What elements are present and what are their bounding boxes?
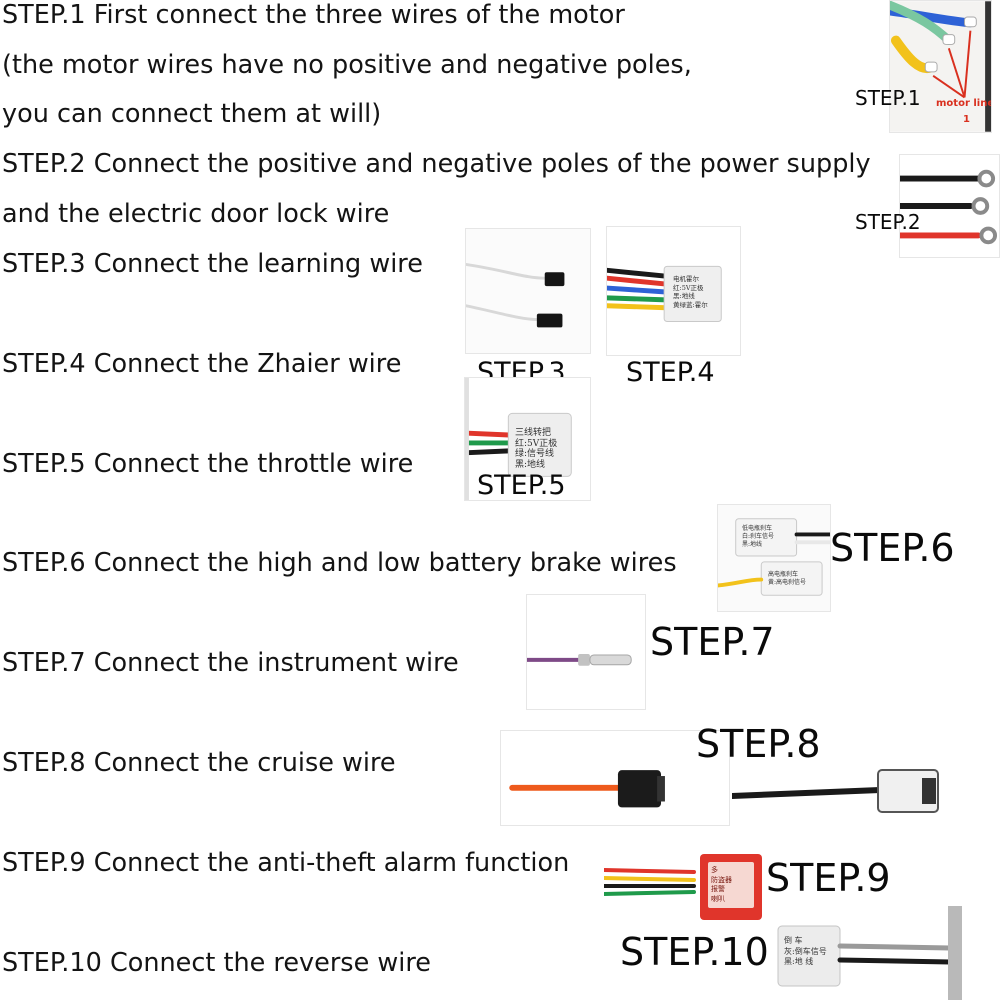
power-wires-image — [900, 155, 999, 257]
alarm-text-4: 喇叭 — [711, 894, 725, 903]
step-7-line: STEP.7 Connect the instrument wire — [2, 648, 459, 678]
brake-high-text-2: 黄:高电刹信号 — [768, 579, 807, 586]
hall-connector-text: 电机霍尔 红:5V正极 黑:地线 黄绿蓝:霍尔 — [673, 275, 708, 309]
throttle-text-4: 黑:地线 — [515, 459, 546, 470]
hall-wire-image — [607, 227, 740, 355]
cruise-wire-image-right — [732, 740, 972, 838]
step-7-photo — [526, 594, 646, 710]
alarm-connector-text: 多 防盗器 报警 喇叭 — [711, 866, 732, 904]
step-5-label: STEP.5 — [477, 470, 566, 501]
reverse-text-2: 灰:倒车信号 — [784, 946, 827, 956]
step-9-photo: 多 防盗器 报警 喇叭 — [604, 842, 772, 928]
step-1-line-1: STEP.1 First connect the three wires of … — [2, 0, 625, 30]
alarm-text-1: 多 — [711, 866, 718, 874]
instrument-wire-image — [527, 595, 645, 709]
motor-line-annotation: motor line — [936, 98, 992, 109]
step-3-line: STEP.3 Connect the learning wire — [2, 249, 423, 279]
reverse-text-3: 黑:地 线 — [784, 957, 814, 966]
step-9-line: STEP.9 Connect the anti-theft alarm func… — [2, 848, 570, 878]
brake-low-text: 低电瓶刹车 白:刹车信号 黑:地线 — [742, 525, 774, 549]
hall-text-2: 红:5V正极 — [673, 283, 704, 292]
throttle-text-2: 红:5V正极 — [515, 438, 558, 449]
throttle-text-3: 绿:信号线 — [515, 449, 555, 459]
step-2-line-1: STEP.2 Connect the positive and negative… — [2, 149, 871, 179]
motor-line-number: 1 — [963, 114, 970, 125]
step-2-line-2: and the electric door lock wire — [2, 199, 390, 229]
alarm-text-2: 防盗器 — [711, 875, 732, 884]
hall-text-3: 黑:地线 — [673, 292, 695, 300]
brake-high-text-1: 高电瓶刹车 — [768, 571, 799, 578]
step-1-line-3: you can connect them at will) — [2, 99, 382, 129]
step-10-photo: 倒 车 灰:倒车信号 黑:地 线 — [770, 906, 962, 1000]
step-4-label: STEP.4 — [626, 357, 715, 388]
alarm-wire-image — [604, 842, 772, 928]
step-10-line: STEP.10 Connect the reverse wire — [2, 948, 431, 978]
throttle-connector-text: 三线转把 红:5V正极 绿:信号线 黑:地线 — [515, 428, 557, 470]
step-5-photo: 三线转把 红:5V正极 绿:信号线 黑:地线 — [464, 377, 591, 501]
step-6-label: STEP.6 — [830, 526, 955, 570]
brake-low-text-2: 白:刹车信号 — [742, 533, 775, 540]
step-4-line: STEP.4 Connect the Zhaier wire — [2, 349, 402, 379]
step-1-label: STEP.1 — [855, 86, 921, 110]
step-8-photo-left — [500, 730, 730, 826]
step-8-label: STEP.8 — [696, 722, 821, 766]
brake-high-text: 高电瓶刹车 黄:高电刹信号 — [768, 571, 806, 587]
learning-wire-image — [466, 229, 590, 353]
hall-text-1: 电机霍尔 — [673, 275, 699, 283]
reverse-wire-image — [770, 906, 962, 1000]
step-2-label: STEP.2 — [855, 210, 921, 234]
step-6-photo: 低电瓶刹车 白:刹车信号 黑:地线 高电瓶刹车 黄:高电刹信号 — [717, 504, 831, 612]
throttle-wire-image — [465, 378, 590, 500]
step-7-label: STEP.7 — [650, 620, 775, 664]
step-1-photo: motor line 1 — [889, 0, 992, 133]
step-3-photo — [465, 228, 591, 354]
step-2-photo — [899, 154, 1000, 258]
brake-low-text-3: 黑:地线 — [742, 541, 763, 548]
step-9-label: STEP.9 — [766, 856, 891, 900]
cruise-wire-image-left — [502, 731, 728, 825]
motor-wires-image — [890, 1, 991, 132]
step-10-label: STEP.10 — [620, 930, 769, 974]
step-1-line-2: (the motor wires have no positive and ne… — [2, 50, 692, 80]
step-8-line: STEP.8 Connect the cruise wire — [2, 748, 396, 778]
brake-wires-image — [718, 505, 830, 611]
reverse-text-1: 倒 车 — [784, 936, 803, 945]
step-8-photo-right — [732, 740, 972, 838]
step-6-line: STEP.6 Connect the high and low battery … — [2, 548, 677, 578]
throttle-text-1: 三线转把 — [515, 428, 552, 438]
alarm-text-3: 报警 — [711, 885, 725, 893]
hall-text-4: 黄绿蓝:霍尔 — [673, 300, 708, 309]
step-5-line: STEP.5 Connect the throttle wire — [2, 449, 414, 479]
reverse-connector-text: 倒 车 灰:倒车信号 黑:地 线 — [784, 936, 827, 968]
step-4-photo: 电机霍尔 红:5V正极 黑:地线 黄绿蓝:霍尔 — [606, 226, 741, 356]
brake-low-text-1: 低电瓶刹车 — [742, 525, 773, 532]
